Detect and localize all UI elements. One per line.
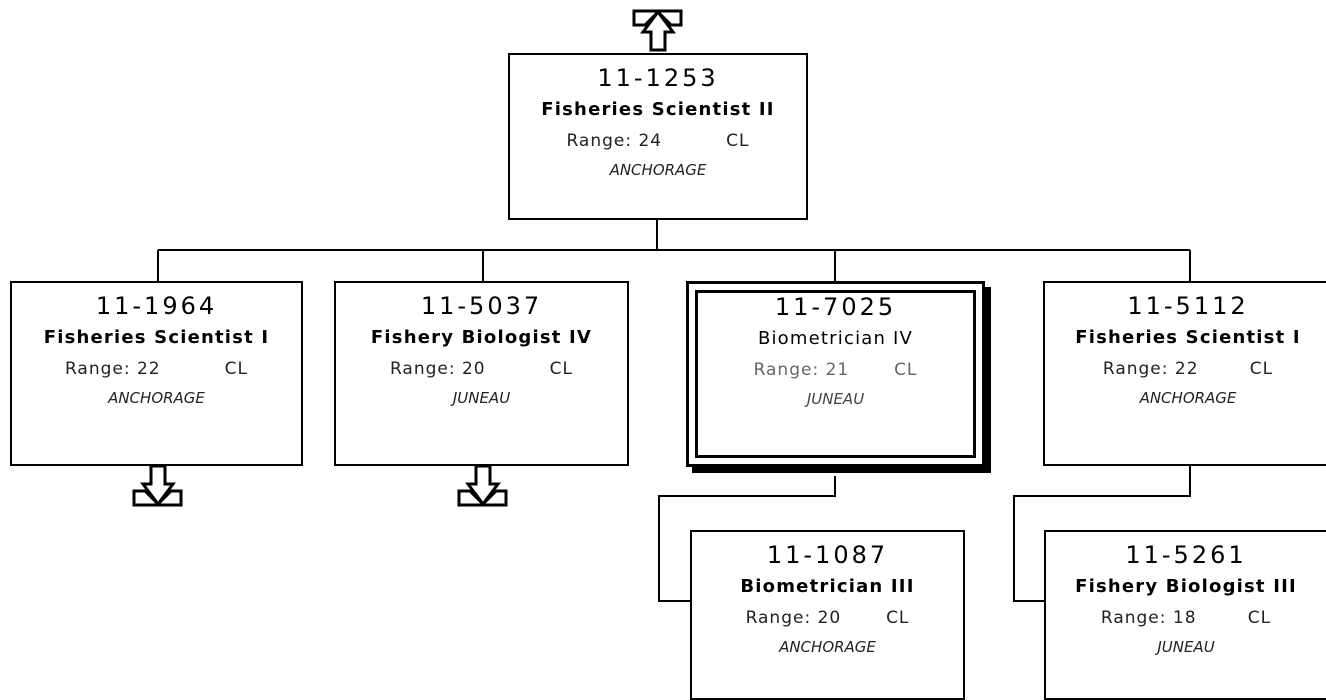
- position-title: Fishery Biologist III: [1075, 576, 1297, 597]
- position-number: 11-1964: [95, 292, 218, 320]
- position-location: ANCHORAGE: [1139, 389, 1237, 407]
- position-class: CL: [224, 359, 249, 379]
- position-class: CL: [726, 131, 750, 151]
- position-range-row: Range: 24 CL: [510, 129, 806, 153]
- position-box-11-5261[interactable]: 11-5261 Fishery Biologist III Range: 18 …: [1044, 530, 1326, 700]
- position-location: ANCHORAGE: [108, 389, 205, 407]
- position-range-row: Range: 22 CL: [12, 357, 301, 381]
- position-class: CL: [1247, 608, 1272, 628]
- position-number: 11-5037: [420, 292, 543, 320]
- position-range-row: Range: 20 CL: [336, 357, 627, 381]
- highlight-frame: [695, 290, 976, 458]
- position-location: JUNEAU: [806, 390, 865, 408]
- position-range: Range: 21: [753, 360, 850, 380]
- position-title: Fishery Biologist IV: [370, 327, 593, 348]
- position-range: Range: 18: [1100, 608, 1197, 628]
- position-number: 11-5261: [1125, 541, 1247, 569]
- position-class: CL: [1249, 359, 1274, 379]
- position-range-row: Range: 20 CL: [692, 606, 963, 630]
- position-location: ANCHORAGE: [779, 638, 876, 656]
- up-arrow-icon[interactable]: [631, 8, 685, 54]
- position-box-11-1964[interactable]: 11-1964 Fisheries Scientist I Range: 22 …: [10, 281, 303, 466]
- position-number: 11-7025: [774, 293, 897, 321]
- position-range: Range: 24: [566, 131, 663, 151]
- position-title: Fisheries Scientist II: [541, 99, 775, 120]
- position-box-11-7025[interactable]: 11-7025 Biometrician IV Range: 21 CL JUN…: [686, 281, 985, 467]
- position-box-11-5112[interactable]: 11-5112 Fisheries Scientist I Range: 22 …: [1043, 281, 1326, 466]
- position-box-11-1253[interactable]: 11-1253 Fisheries Scientist II Range: 24…: [508, 53, 808, 220]
- position-box-11-1087[interactable]: 11-1087 Biometrician III Range: 20 CL AN…: [690, 530, 965, 700]
- down-arrow-icon[interactable]: [456, 462, 510, 508]
- position-title: Fisheries Scientist I: [43, 327, 270, 348]
- position-class: CL: [894, 360, 918, 380]
- position-range: Range: 20: [389, 359, 486, 379]
- position-range: Range: 22: [1102, 359, 1199, 379]
- position-number: 11-5112: [1127, 292, 1249, 320]
- org-chart-connectors: [157, 219, 1191, 602]
- position-class: CL: [549, 359, 574, 379]
- position-title: Fisheries Scientist I: [1075, 327, 1301, 348]
- position-range: Range: 20: [745, 608, 842, 628]
- position-box-11-5037[interactable]: 11-5037 Fishery Biologist IV Range: 20 C…: [334, 281, 629, 466]
- position-location: JUNEAU: [1157, 638, 1215, 656]
- position-location: JUNEAU: [452, 389, 511, 407]
- position-range-row: Range: 21 CL: [689, 358, 982, 382]
- position-class: CL: [886, 608, 910, 628]
- position-range: Range: 22: [64, 359, 161, 379]
- position-title: Biometrician IV: [757, 328, 914, 349]
- position-number: 11-1253: [597, 64, 719, 92]
- position-location: ANCHORAGE: [609, 161, 707, 179]
- down-arrow-icon[interactable]: [131, 462, 185, 508]
- position-title: Biometrician III: [740, 576, 915, 597]
- position-range-row: Range: 22 CL: [1045, 357, 1326, 381]
- position-number: 11-1087: [766, 541, 889, 569]
- position-range-row: Range: 18 CL: [1046, 606, 1326, 630]
